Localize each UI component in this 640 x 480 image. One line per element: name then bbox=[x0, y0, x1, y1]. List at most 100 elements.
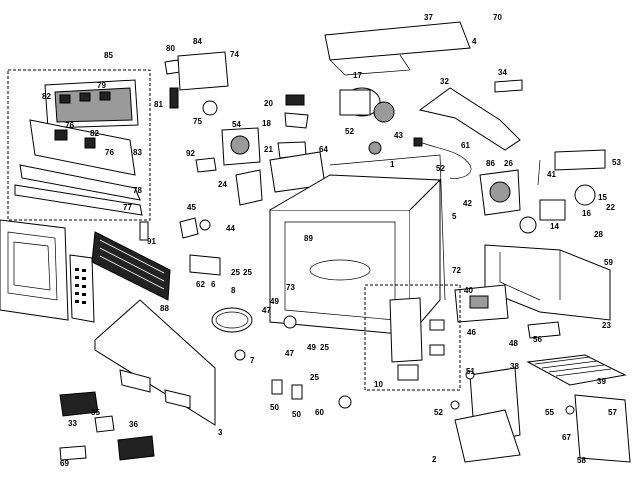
oven-door bbox=[0, 219, 69, 321]
callout-c77: 77 bbox=[123, 203, 132, 212]
duct-bracket-32 bbox=[418, 87, 521, 151]
callout-c26: 26 bbox=[504, 159, 513, 168]
callout-c44: 44 bbox=[226, 224, 235, 233]
callout-c50b: 50 bbox=[292, 410, 301, 419]
callout-c73: 73 bbox=[286, 283, 295, 292]
rack-39 bbox=[526, 354, 627, 386]
callout-c61: 61 bbox=[461, 141, 470, 150]
filter-56 bbox=[527, 321, 561, 339]
damper-34 bbox=[494, 79, 523, 93]
callout-c16: 16 bbox=[582, 209, 591, 218]
callout-c53: 53 bbox=[612, 158, 621, 167]
control-panel-assembly-box bbox=[7, 69, 151, 221]
top-plate bbox=[324, 21, 471, 76]
grease-filters bbox=[59, 391, 155, 461]
callout-c17: 17 bbox=[353, 71, 362, 80]
callout-c92: 92 bbox=[186, 149, 195, 158]
misc-small-parts bbox=[139, 87, 575, 415]
callout-c82a: 82 bbox=[42, 92, 51, 101]
callout-c47b: 47 bbox=[285, 349, 294, 358]
callout-c23: 23 bbox=[602, 321, 611, 330]
callout-c57: 57 bbox=[608, 408, 617, 417]
callout-c64: 64 bbox=[319, 145, 328, 154]
callout-c58: 58 bbox=[577, 456, 586, 465]
callout-c52c: 52 bbox=[434, 408, 443, 417]
callout-c69: 69 bbox=[60, 459, 69, 468]
callout-c14: 14 bbox=[550, 222, 559, 231]
callout-c32: 32 bbox=[440, 77, 449, 86]
power-cord bbox=[413, 137, 472, 179]
callout-c49b: 49 bbox=[307, 343, 316, 352]
callout-c67: 67 bbox=[562, 433, 571, 442]
callout-c51: 51 bbox=[466, 367, 475, 376]
callout-c62: 62 bbox=[196, 280, 205, 289]
callout-c41: 41 bbox=[547, 170, 556, 179]
callout-c81: 81 bbox=[154, 100, 163, 109]
vent-grille bbox=[91, 231, 171, 301]
callout-c6: 6 bbox=[211, 280, 216, 289]
callout-c52b: 52 bbox=[436, 164, 445, 173]
callout-c1: 1 bbox=[390, 160, 395, 169]
callout-c8: 8 bbox=[231, 286, 236, 295]
callout-c54: 54 bbox=[232, 120, 241, 129]
callout-c82b: 82 bbox=[90, 129, 99, 138]
callout-c74: 74 bbox=[230, 50, 239, 59]
callout-c25b: 25 bbox=[243, 268, 252, 277]
callout-c22: 22 bbox=[606, 203, 615, 212]
callout-c88: 88 bbox=[160, 304, 169, 313]
callout-c35: 35 bbox=[91, 408, 100, 417]
callout-c25a: 25 bbox=[231, 268, 240, 277]
callout-c4: 4 bbox=[472, 37, 477, 46]
callout-c75: 75 bbox=[193, 117, 202, 126]
callout-c28: 28 bbox=[594, 230, 603, 239]
callout-c76a: 76 bbox=[65, 121, 74, 130]
turntable-ring bbox=[211, 307, 253, 333]
base-chassis-23 bbox=[484, 244, 611, 321]
callout-c80: 80 bbox=[166, 44, 175, 53]
callout-c70: 70 bbox=[493, 13, 502, 22]
callout-c34: 34 bbox=[498, 68, 507, 77]
fan-motor bbox=[339, 87, 395, 123]
callout-c21: 21 bbox=[264, 145, 273, 154]
callout-c60: 60 bbox=[315, 408, 324, 417]
keypad-panel bbox=[69, 254, 95, 323]
callout-c20: 20 bbox=[264, 99, 273, 108]
callout-c84: 84 bbox=[193, 37, 202, 46]
callout-c48: 48 bbox=[509, 339, 518, 348]
callout-c15: 15 bbox=[598, 193, 607, 202]
callout-c33: 33 bbox=[68, 419, 77, 428]
callout-c89: 89 bbox=[304, 234, 313, 243]
callout-c42: 42 bbox=[463, 199, 472, 208]
callout-c5: 5 bbox=[452, 212, 457, 221]
callout-c18: 18 bbox=[262, 119, 271, 128]
side-bracket-38 bbox=[454, 367, 521, 463]
callout-c43: 43 bbox=[394, 131, 403, 140]
callout-c56: 56 bbox=[533, 335, 542, 344]
callout-c46: 46 bbox=[467, 328, 476, 337]
small-parts-top bbox=[164, 51, 382, 206]
bottom-cover-pan bbox=[94, 299, 216, 426]
callout-c49a: 49 bbox=[270, 297, 279, 306]
oven-cavity bbox=[269, 154, 446, 336]
callout-c52a: 52 bbox=[345, 127, 354, 136]
callout-c25c: 25 bbox=[320, 343, 329, 352]
callout-c37: 37 bbox=[424, 13, 433, 22]
callout-c3: 3 bbox=[218, 428, 223, 437]
callout-c76b: 76 bbox=[105, 148, 114, 157]
callout-c36: 36 bbox=[129, 420, 138, 429]
callout-c59: 59 bbox=[604, 258, 613, 267]
callout-c79: 79 bbox=[97, 81, 106, 90]
parts-53-41-15 bbox=[519, 149, 606, 234]
callout-c7: 7 bbox=[250, 356, 255, 365]
interlock-box bbox=[364, 284, 461, 391]
callout-c40: 40 bbox=[464, 286, 473, 295]
callout-c2: 2 bbox=[432, 455, 437, 464]
callout-c47a: 47 bbox=[262, 306, 271, 315]
callout-c25d: 25 bbox=[310, 373, 319, 382]
callout-c86: 86 bbox=[486, 159, 495, 168]
callout-c24: 24 bbox=[218, 180, 227, 189]
callout-c83: 83 bbox=[133, 148, 142, 157]
callout-c38: 38 bbox=[510, 362, 519, 371]
